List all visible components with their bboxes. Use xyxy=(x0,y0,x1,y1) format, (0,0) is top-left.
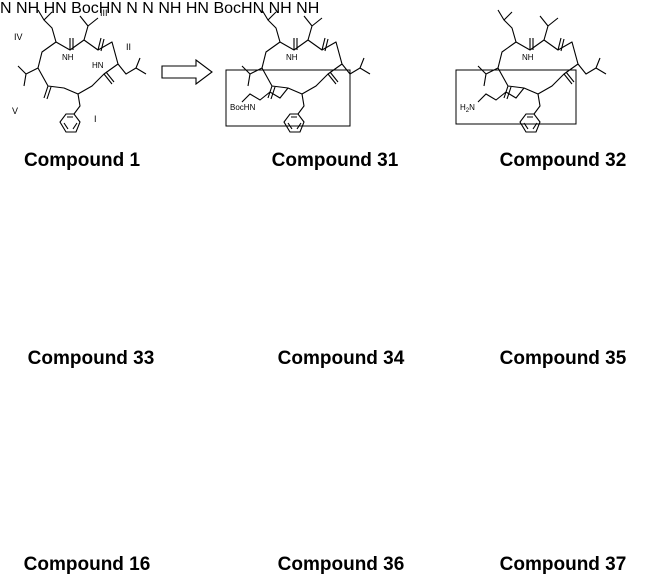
atom-label-nh: NH xyxy=(286,53,298,62)
structure-compound-37: H2N NH xyxy=(296,0,319,17)
atom-label-nh: NH xyxy=(296,0,320,17)
highlight-box: H2N N xyxy=(142,0,158,17)
atom-label-h2n: H2N xyxy=(460,103,475,114)
structure-compound-1: III IV II V I NH HN xyxy=(12,8,147,133)
atom-label-bochn: BocHN xyxy=(71,0,122,17)
structure-compound-16: NH HN xyxy=(158,0,213,17)
caption-compound-1: Compound 1 xyxy=(23,150,141,171)
atom-label-nh: NH xyxy=(268,0,292,17)
residue-label-iv: IV xyxy=(14,32,23,42)
atom-label-n: N xyxy=(142,0,154,17)
atom-label-n: N xyxy=(0,0,12,17)
atom-label-nh: NH xyxy=(16,0,40,17)
residue-label-i: I xyxy=(94,114,97,124)
atom-label-n: N xyxy=(126,0,138,17)
atom-label-nh: NH xyxy=(522,53,534,62)
residue-label-ii: II xyxy=(126,42,131,52)
residue-label-v: V xyxy=(12,106,18,116)
highlight-box xyxy=(455,69,577,125)
atom-label-bochn: BocHN xyxy=(230,103,256,112)
caption-compound-31: Compound 31 xyxy=(271,150,399,171)
caption-compound-33: Compound 33 xyxy=(27,348,155,369)
atom-label-hn: HN xyxy=(43,0,67,17)
atom-label-nh: NH xyxy=(62,53,74,62)
atom-label-hn: HN xyxy=(92,61,104,70)
highlight-box: BocHN NH xyxy=(213,0,296,17)
caption-compound-36: Compound 36 xyxy=(277,554,405,575)
caption-compound-32: Compound 32 xyxy=(499,150,627,171)
structure-compound-34: BocHN N xyxy=(71,0,142,17)
caption-compound-16: Compound 16 xyxy=(23,554,151,575)
structure-compound-31: BocHN NH xyxy=(225,9,371,133)
caption-compound-37: Compound 37 xyxy=(499,554,627,575)
highlight-box: BocHN NH xyxy=(213,0,296,17)
highlight-box: H2N NH xyxy=(296,0,319,17)
structure-compound-36: BocHN NH xyxy=(213,0,296,17)
highlight-box xyxy=(225,69,351,127)
highlight-box: N NH HN xyxy=(0,0,71,17)
caption-compound-34: Compound 34 xyxy=(277,348,405,369)
highlight-box: H2N NH xyxy=(296,0,319,17)
structure-compound-33: N NH HN xyxy=(0,0,71,17)
atom-label-hn: HN xyxy=(185,0,209,17)
atom-label-bochn: BocHN xyxy=(213,0,265,17)
highlight-box: NH HN xyxy=(158,0,213,17)
structure-compound-35: H2N N xyxy=(142,0,158,17)
highlight-box: BocHN N xyxy=(71,0,142,17)
residue-label-iii: III xyxy=(100,8,108,18)
structure-compound-32: H2N NH xyxy=(455,9,607,133)
caption-compound-35: Compound 35 xyxy=(499,348,627,369)
atom-label-nh: NH xyxy=(158,0,182,17)
right-arrow-row-1 xyxy=(161,58,213,86)
